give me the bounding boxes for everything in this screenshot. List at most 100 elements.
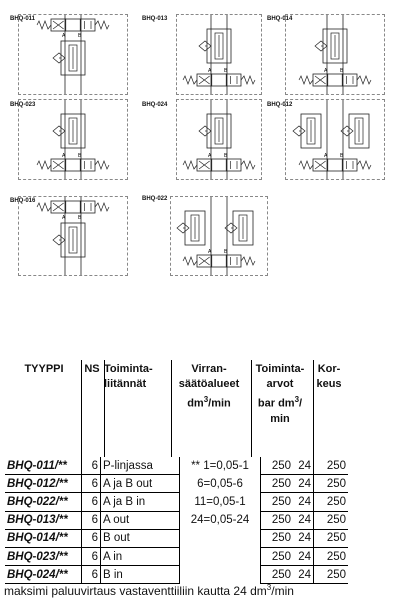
header-values: Toiminta- arvot bar dm3/ min	[255, 363, 305, 425]
svg-text:B: B	[78, 215, 82, 221]
pressure-cell: 250	[260, 457, 293, 476]
type-cell: BHQ-013/**	[5, 511, 82, 530]
type-cell: BHQ-022/**	[5, 492, 82, 512]
ns-cell: 6	[81, 492, 101, 512]
type-cell: BHQ-012/**	[5, 474, 82, 494]
diagram-label: BHQ-012	[267, 102, 293, 108]
range-cell: 24=0,05-24	[179, 511, 261, 530]
svg-text:A: A	[62, 33, 66, 39]
diagram-label: BHQ-011	[10, 16, 36, 22]
pressure-cell: 250	[260, 547, 293, 567]
svg-text:B: B	[78, 153, 82, 159]
function-cell: A out	[100, 511, 180, 530]
height-cell: 250	[313, 492, 348, 512]
pressure-cell: 250	[260, 492, 293, 512]
diagram-label: BHQ-022	[142, 196, 168, 202]
diagram-label: BHQ-013	[142, 16, 168, 22]
type-cell: BHQ-024/**	[5, 565, 82, 585]
svg-text:B: B	[224, 249, 228, 255]
ns-cell: 6	[81, 457, 101, 476]
pressure-cell: 250	[260, 511, 293, 530]
flow-cell: 24	[293, 492, 314, 512]
header-type: TYYPPI	[24, 363, 64, 375]
flow-cell: 24	[293, 511, 314, 530]
flow-cell: 24	[293, 457, 314, 476]
diagram-label: BHQ-014	[267, 16, 293, 22]
svg-text:B: B	[78, 33, 82, 39]
diagram-label: BHQ-016	[10, 198, 36, 204]
range-cell: 6=0,05-6	[179, 474, 261, 493]
function-cell: B in	[100, 565, 180, 585]
range-cell: ** 1=0,05-1	[179, 457, 261, 475]
pressure-cell: 250	[260, 529, 293, 548]
header-height: Kor- keus	[316, 363, 342, 390]
svg-text:A: A	[208, 249, 212, 255]
function-cell: A in	[100, 547, 180, 567]
svg-text:A: A	[208, 68, 212, 74]
flow-cell: 24	[293, 565, 314, 585]
type-cell: BHQ-011/**	[5, 457, 82, 476]
ns-cell: 6	[81, 565, 101, 585]
function-cell: P-linjassa	[100, 457, 180, 476]
pressure-cell: 250	[260, 474, 293, 494]
height-cell: 250	[313, 565, 348, 585]
ns-cell: 6	[81, 511, 101, 530]
ns-cell: 6	[81, 474, 101, 494]
ns-cell: 6	[81, 529, 101, 548]
range-cell: 11=0,05-1	[179, 492, 261, 512]
type-cell: BHQ-014/**	[5, 529, 82, 548]
header-ns: NS	[84, 363, 100, 375]
ns-cell: 6	[81, 547, 101, 567]
height-cell: 250	[313, 529, 348, 548]
function-cell: A ja B in	[100, 492, 180, 512]
height-cell: 250	[313, 457, 348, 476]
svg-text:B: B	[340, 153, 344, 159]
svg-text:A: A	[324, 153, 328, 159]
type-cell: BHQ-023/**	[5, 547, 82, 567]
flow-cell: 24	[293, 474, 314, 494]
range-cell	[179, 529, 261, 548]
pressure-cell: 250	[260, 565, 293, 585]
flow-cell: 24	[293, 529, 314, 548]
svg-text:A: A	[62, 153, 66, 159]
header-function: Toiminta- liitännät	[104, 363, 153, 390]
height-cell: 250	[313, 547, 348, 567]
function-cell: B out	[100, 529, 180, 548]
svg-text:A: A	[324, 68, 328, 74]
function-cell: A ja B out	[100, 474, 180, 494]
svg-text:A: A	[62, 215, 66, 221]
footer-note: maksimi paluuvirtaus vastaventtiiliin ka…	[4, 583, 294, 598]
diagram-label: BHQ-023	[10, 102, 36, 108]
range-cell	[179, 565, 261, 584]
diagram-label: BHQ-024	[142, 102, 168, 108]
svg-text:B: B	[340, 68, 344, 74]
svg-text:A: A	[208, 153, 212, 159]
height-cell: 250	[313, 511, 348, 530]
svg-text:B: B	[224, 153, 228, 159]
svg-text:B: B	[224, 68, 228, 74]
range-cell	[179, 547, 261, 566]
flow-cell: 24	[293, 547, 314, 567]
